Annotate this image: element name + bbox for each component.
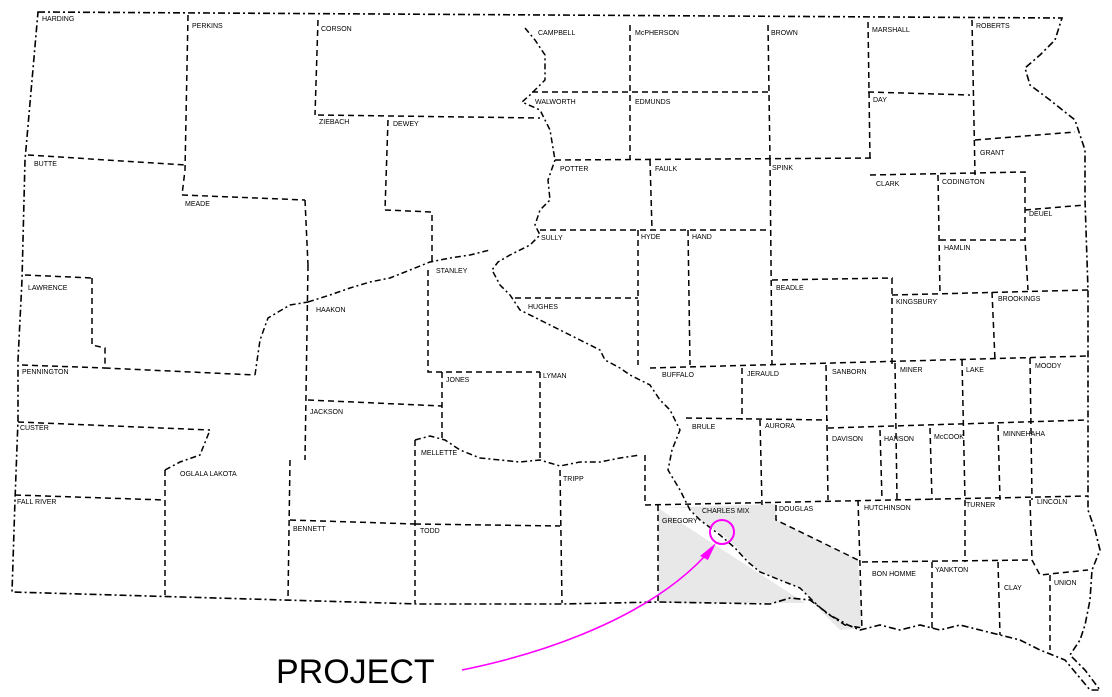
county-label: SANBORN: [832, 369, 867, 376]
county-label: SPINK: [772, 165, 793, 172]
county-label: PERKINS: [192, 23, 223, 30]
county-label: BRULE: [692, 424, 716, 431]
county-label: BROWN: [771, 30, 798, 37]
county-label: CAMPBELL: [538, 30, 575, 37]
county-label: DOUGLAS: [779, 506, 814, 513]
county-label: HANSON: [884, 436, 914, 443]
project-label: PROJECT: [276, 653, 435, 691]
county-label: CLAY: [1004, 585, 1022, 592]
county-label: HAND: [692, 234, 712, 241]
project-location-marker: [709, 519, 735, 545]
county-label: LAWRENCE: [28, 285, 68, 292]
county-label: YANKTON: [935, 567, 968, 574]
county-label: BUFFALO: [662, 372, 694, 379]
county-label: LYMAN: [543, 373, 567, 380]
county-label: UNION: [1054, 580, 1077, 587]
county-label: MELLETTE: [421, 450, 458, 457]
county-label: McCOOK: [934, 434, 964, 441]
county-label: ROBERTS: [976, 23, 1010, 30]
county-label: CUSTER: [20, 425, 49, 432]
county-label: POTTER: [560, 166, 588, 173]
state-boundary: [11, 11, 1102, 691]
county-label: CODINGTON: [942, 179, 985, 186]
county-label: KINGSBURY: [896, 299, 937, 306]
county-label: HUTCHINSON: [864, 505, 911, 512]
county-label: DEUEL: [1029, 211, 1052, 218]
county-label: JACKSON: [310, 409, 343, 416]
county-label: PENNINGTON: [22, 369, 69, 376]
county-label: OGLALA LAKOTA: [180, 471, 237, 478]
county-label: MINER: [900, 367, 923, 374]
county-label: TURNER: [966, 502, 995, 509]
county-label: WALWORTH: [535, 99, 576, 106]
county-label: LAKE: [966, 367, 984, 374]
county-label: BEADLE: [776, 285, 804, 292]
county-label: MEADE: [185, 201, 210, 208]
rivers: [164, 27, 863, 629]
county-label: FALL RIVER: [17, 499, 56, 506]
county-label: AURORA: [765, 423, 795, 430]
arrow-head-icon: [700, 543, 716, 560]
county-label: HAAKON: [316, 307, 346, 314]
county-boundaries: [14, 14, 1089, 650]
county-label: DAY: [873, 97, 887, 104]
county-label: FAULK: [655, 166, 678, 173]
county-label: MARSHALL: [872, 27, 910, 34]
county-label: DAVISON: [832, 436, 863, 443]
county-label: SULLY: [541, 235, 563, 242]
county-label: EDMUNDS: [635, 99, 671, 106]
county-label: LINCOLN: [1037, 499, 1067, 506]
county-label: JERAULD: [747, 371, 779, 378]
county-label: HYDE: [641, 234, 661, 241]
county-label: GREGORY: [662, 518, 698, 525]
county-label: BUTTE: [34, 161, 57, 168]
county-label: TODD: [420, 528, 440, 535]
county-label: MOODY: [1035, 363, 1062, 370]
county-label: BROOKINGS: [998, 296, 1041, 303]
county-label: CHARLES MIX: [702, 508, 750, 515]
county-label: GRANT: [980, 150, 1005, 157]
county-label: JONES: [446, 377, 470, 384]
county-label: STANLEY: [436, 268, 468, 275]
pointer-arrow: [461, 547, 713, 671]
county-label: MINNEHAHA: [1003, 431, 1045, 438]
county-label: BON HOMME: [872, 571, 916, 578]
county-label: HUGHES: [528, 304, 558, 311]
county-labels: HARDING PERKINS CORSON CAMPBELL McPHERSO…: [17, 16, 1077, 592]
county-label: HAMLIN: [944, 245, 970, 252]
county-label: CORSON: [321, 26, 352, 33]
county-label: HARDING: [42, 16, 74, 23]
county-label: TRIPP: [563, 476, 584, 483]
county-label: CLARK: [876, 181, 900, 188]
county-label: DEWEY: [393, 121, 419, 128]
county-label: BENNETT: [293, 526, 326, 533]
county-label: McPHERSON: [635, 30, 679, 37]
county-label: ZIEBACH: [319, 119, 349, 126]
